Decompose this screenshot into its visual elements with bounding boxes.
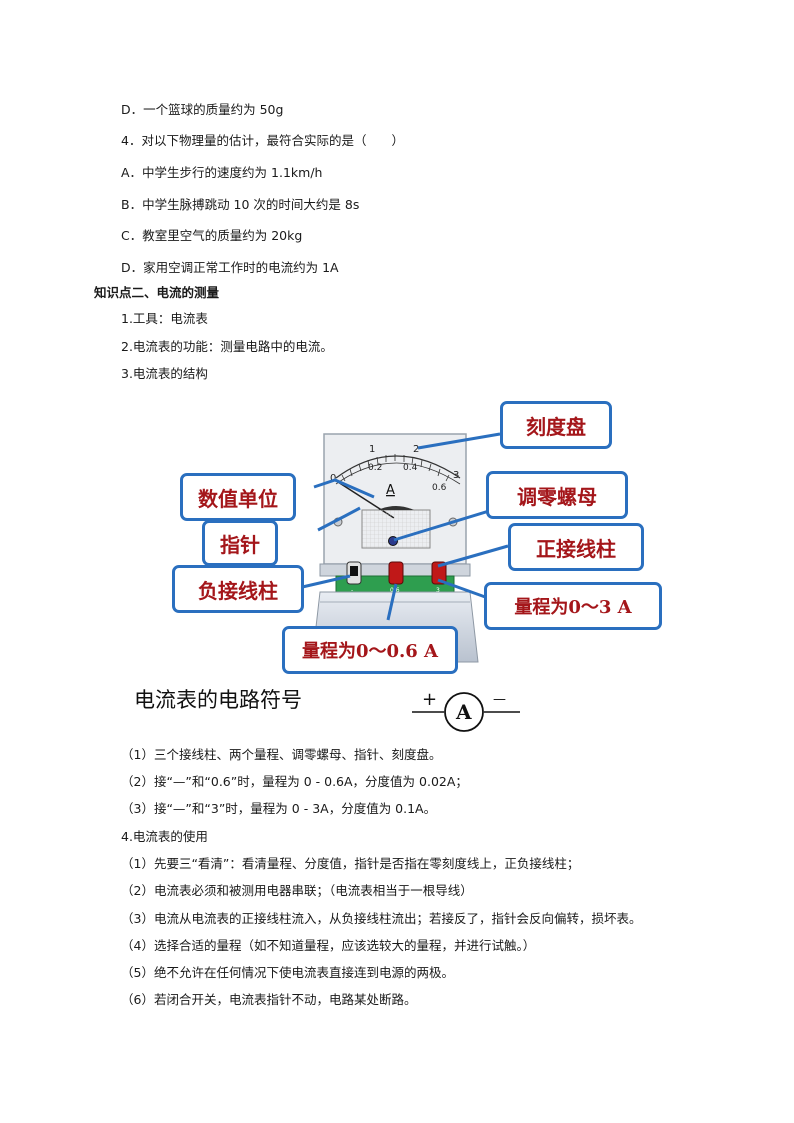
callout-range-3: 量程为0～3 A <box>484 582 662 630</box>
callout-dial: 刻度盘 <box>500 401 612 449</box>
dial-arc <box>335 455 461 479</box>
scale-label-0-6: 0.6 <box>432 483 447 493</box>
scale-label-three: 3 <box>453 470 459 481</box>
terminal-label-minus: - <box>351 587 353 594</box>
terminal-3 <box>431 561 447 585</box>
q4-option-d: D．家用空调正常工作时的电流约为 1A <box>121 260 339 275</box>
callout-positive-terminal: 正接线柱 <box>508 523 644 571</box>
section-item-function: 2.电流表的功能：测量电路中的电流。 <box>121 339 333 354</box>
unit-letter: A <box>386 483 395 498</box>
scale-label-top-2: 2 <box>413 444 419 455</box>
q4-stem: 4．对以下物理量的估计，最符合实际的是（ ） <box>121 133 404 148</box>
structure-note-3: （3）接“—”和“3”时，量程为 0 - 3A，分度值为 0.1A。 <box>121 801 437 816</box>
callout-negative-terminal: 负接线柱 <box>172 565 304 613</box>
callout-pointer: 指针 <box>202 520 278 566</box>
symbol-minus: — <box>493 692 506 707</box>
usage-title: 4.电流表的使用 <box>121 829 208 844</box>
scale-label-0-2: 0.2 <box>368 463 382 473</box>
usage-item-3: （3）电流从电流表的正接线柱流入，从负接线柱流出；若接反了，指针会反向偏转，损坏… <box>121 911 642 926</box>
symbol-plus: + <box>422 689 437 710</box>
section-item-structure: 3.电流表的结构 <box>121 366 208 381</box>
usage-item-4: （4）选择合适的量程（如不知道量程，应该选较大的量程，并进行试触。） <box>121 938 536 953</box>
dial-ticks <box>341 454 450 482</box>
scale-label-0-4: 0.4 <box>403 463 418 473</box>
q4-option-b: B．中学生脉搏跳动 10 次的时间大约是 8s <box>121 197 360 212</box>
ammeter-structure-figure: 1 2 0 3 0.2 0.4 0.6 A - 0.6 3 <box>170 398 670 680</box>
callout-range-0-6: 量程为0～0.6 A <box>282 626 458 674</box>
usage-item-5: （5）绝不允许在任何情况下使电流表直接连到电源的两极。 <box>121 965 454 980</box>
ammeter-circuit-symbol: + — A <box>412 689 520 732</box>
structure-note-2: （2）接“—”和“0.6”时，量程为 0 - 0.6A，分度值为 0.02A； <box>121 774 468 789</box>
callout-leaders <box>297 432 513 621</box>
structure-note-1: （1）三个接线柱、两个量程、调零螺母、指针、刻度盘。 <box>121 747 442 762</box>
q3-option-d: D．一个篮球的质量约为 50g <box>121 102 284 117</box>
pointer-base <box>378 506 414 510</box>
terminal-0-6 <box>388 561 404 585</box>
symbol-letter: A <box>455 700 472 724</box>
q4-option-a: A．中学生步行的速度约为 1.1km/h <box>121 165 323 180</box>
scale-label-top-1: 1 <box>369 444 375 455</box>
usage-item-1: （1）先要三“看清”：看清量程、分度值，指针是否指在零刻度线上，正负接线柱； <box>121 856 580 871</box>
terminal-label-3: 3 <box>436 587 440 594</box>
usage-item-2: （2）电流表必须和被测用电器串联；（电流表相当于一根导线） <box>121 883 473 898</box>
circuit-symbol-label: 电流表的电路符号 <box>134 688 302 712</box>
callout-unit: 数值单位 <box>180 473 296 521</box>
callout-zero-adjust: 调零螺母 <box>486 471 628 519</box>
section-item-tool: 1.工具：电流表 <box>121 311 208 326</box>
scale-label-zero: 0 <box>330 473 336 484</box>
usage-item-6: （6）若闭合开关，电流表指针不动，电路某处断路。 <box>121 992 417 1007</box>
dial-arc-inner <box>335 462 461 485</box>
section-title: 知识点二、电流的测量 <box>94 285 220 300</box>
q4-option-c: C．教室里空气的质量约为 20kg <box>121 228 303 243</box>
